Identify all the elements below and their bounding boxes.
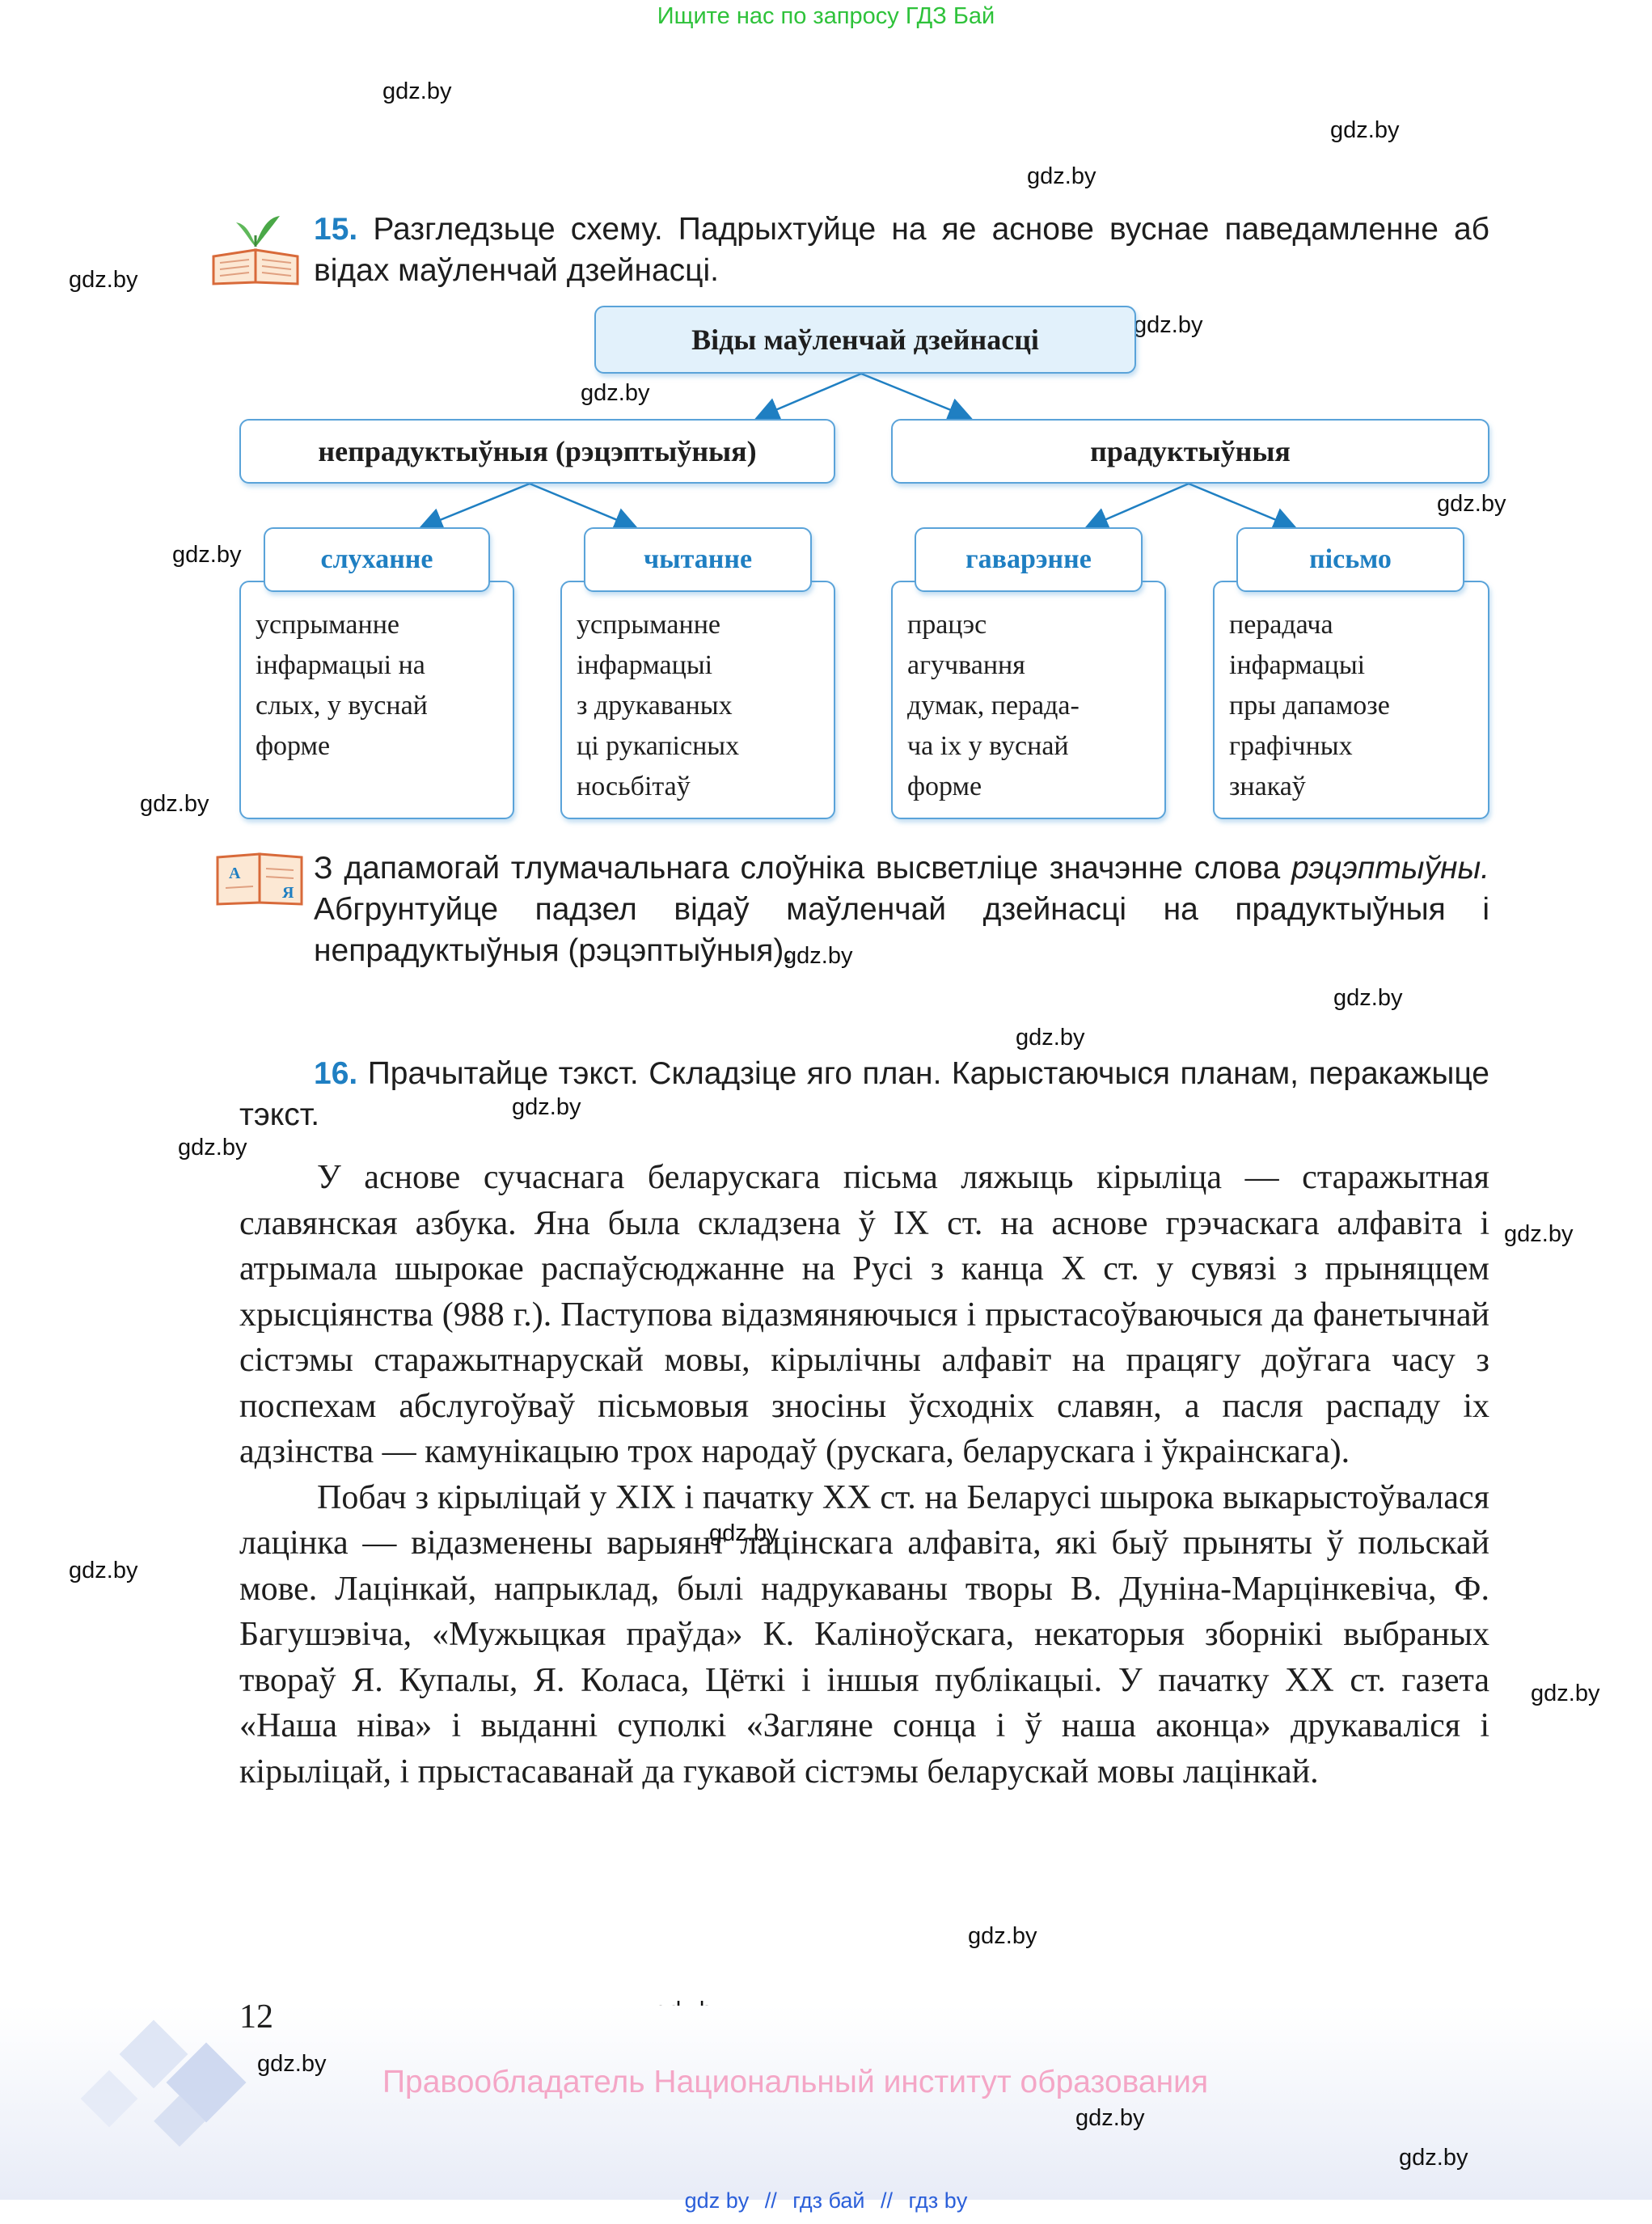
watermark: gdz.by [257, 2051, 327, 2077]
svg-text:A: A [229, 865, 241, 882]
watermark: gdz.by [1075, 2105, 1145, 2131]
bottom-link[interactable]: gdz by [684, 2188, 750, 2213]
paragraph: Побач з кірыліцай у XIX і пачатку XX ст.… [239, 1478, 1489, 1791]
group-productive: прадуктыўныя [891, 419, 1489, 484]
item-description: працэс агучвання думак, перада- ча іх у … [907, 610, 1080, 801]
watermark: gdz.by [1399, 2145, 1468, 2171]
dictionary-task-part1: З дапамогай тлумачальнага слоўніка высве… [314, 851, 1291, 886]
watermark: gdz.by [1504, 1221, 1574, 1247]
top-search-note: Ищите нас по запросу ГДЗ Бай [657, 3, 995, 29]
diagram-title: Віды маўленчай дзейнасці [594, 306, 1136, 374]
task-text: Прачытайце тэкст. Складзіце яго план. Ка… [239, 1056, 1489, 1132]
watermark: gdz.by [784, 943, 853, 969]
dictionary-icon: A Я [214, 851, 305, 907]
watermark: gdz.by [512, 1094, 581, 1120]
watermark: gdz.by [382, 78, 452, 104]
task-15: 15. Разгледзьце схему. Падрыхтуйце на яе… [314, 209, 1489, 291]
watermark: gdz.by [172, 542, 242, 568]
item-description: перадача інфармацыі пры дапамозе графічн… [1229, 610, 1390, 801]
group-nonproductive: непрадуктыўныя (рэцэптыўныя) [239, 419, 835, 484]
diagram-arrows [418, 372, 1298, 531]
item-listening-card: успрыманне інфармацыі на слых, у вуснай … [239, 581, 514, 819]
bottom-link[interactable]: гдз бай [792, 2188, 865, 2213]
reading-text: У аснове сучаснага беларускага пісьма ля… [239, 1155, 1489, 1795]
watermark: gdz.by [1330, 117, 1400, 143]
item-speaking-card: працэс агучвання думак, перада- ча іх у … [891, 581, 1166, 819]
diamond-decoration [73, 1998, 283, 2159]
item-writing: пісьмо [1236, 527, 1464, 592]
link-separator: // [881, 2188, 894, 2213]
watermark: gdz.by [1333, 985, 1403, 1011]
item-writing-card: перадача інфармацыі пры дапамозе графічн… [1213, 581, 1489, 819]
task-number: 16. [314, 1056, 358, 1091]
bottom-links: gdz by // гдз бай // гдз by [0, 2188, 1652, 2213]
book-sprout-icon [209, 206, 302, 287]
link-separator: // [764, 2188, 777, 2213]
task-number: 15. [314, 212, 358, 247]
watermark: gdz.by [968, 1923, 1037, 1949]
item-reading: чытанне [584, 527, 812, 592]
svg-text:Я: Я [282, 884, 294, 902]
watermark: gdz.by [69, 1558, 138, 1583]
footer-band [0, 2006, 1652, 2200]
task-16: 16. Прачытайце тэкст. Складзіце яго план… [239, 1053, 1489, 1135]
watermark: gdz.by [1531, 1681, 1600, 1706]
item-description: успрыманне інфармацыі з друкаваных ці ру… [577, 610, 740, 801]
item-listening: слуханне [264, 527, 490, 592]
watermark: gdz.by [178, 1135, 247, 1161]
item-reading-card: успрыманне інфармацыі з друкаваных ці ру… [560, 581, 835, 819]
task-text: Разгледзьце схему. Падрыхтуйце на яе асн… [314, 212, 1490, 288]
dictionary-task-part2: Абгрунтуйце падзел відаў маўленчай дзейн… [314, 892, 1489, 968]
watermark: gdz.by [709, 1520, 779, 1546]
page-number: 12 [239, 1998, 273, 2036]
bottom-link[interactable]: гдз by [908, 2188, 968, 2213]
dictionary-task-word: рэцэптыўны. [1291, 851, 1489, 886]
item-description: успрыманне інфармацыі на слых, у вуснай … [256, 610, 428, 761]
dictionary-task: З дапамогай тлумачальнага слоўніка высве… [314, 848, 1489, 971]
watermark: gdz.by [1027, 163, 1096, 189]
item-speaking: гаварэнне [915, 527, 1143, 592]
copyright-note: Правообладатель Национальный институт об… [382, 2065, 1209, 2099]
watermark: gdz.by [140, 791, 209, 817]
watermark: gdz.by [1016, 1025, 1085, 1051]
watermark: gdz.by [1437, 491, 1506, 517]
paragraph: У аснове сучаснага беларускага пісьма ля… [239, 1159, 1489, 1470]
watermark: gdz.by [581, 380, 650, 406]
watermark: gdz.by [1134, 312, 1203, 338]
watermark: gdz.by [69, 267, 138, 293]
